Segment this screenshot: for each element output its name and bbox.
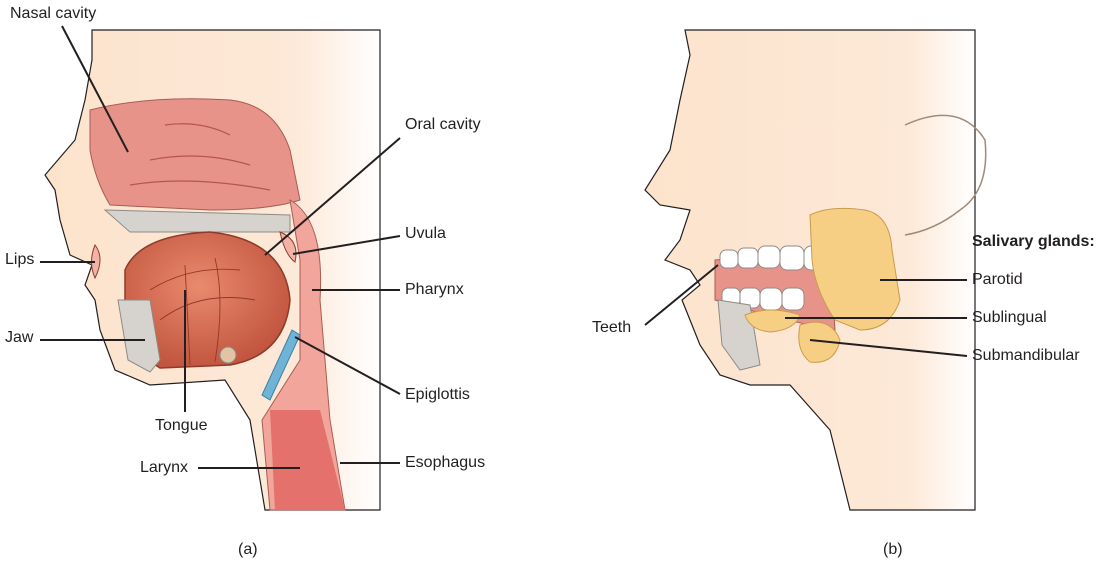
esophagus-shape — [270, 410, 345, 510]
label-nasal-cavity: Nasal cavity — [10, 5, 97, 22]
label-pharynx: Pharynx — [405, 281, 464, 298]
label-oral-cavity: Oral cavity — [405, 116, 481, 133]
submandibular-gland — [798, 321, 841, 363]
parotid-gland — [809, 207, 901, 331]
label-larynx: Larynx — [140, 459, 189, 476]
nasal-cavity-shape — [89, 98, 301, 211]
panel-a-head — [44, 29, 381, 511]
sublingual-gland — [744, 309, 801, 333]
leader-lines — [40, 25, 968, 469]
label-salivary-glands: Salivary glands: — [972, 233, 1095, 250]
label-lips: Lips — [5, 251, 35, 268]
jaw-bone — [117, 299, 161, 373]
label-uvula: Uvula — [405, 225, 446, 242]
panel-b-head — [644, 29, 987, 511]
label-parotid: Parotid — [972, 271, 1023, 288]
label-tongue: Tongue — [155, 417, 208, 434]
lips-shape — [91, 244, 101, 280]
caption-a: (a) — [238, 541, 258, 558]
epiglottis-shape — [261, 329, 301, 401]
label-sublingual: Sublingual — [972, 309, 1047, 326]
label-jaw: Jaw — [5, 329, 34, 346]
palate-bone — [103, 209, 291, 233]
label-submandibular: Submandibular — [972, 347, 1080, 364]
label-teeth: Teeth — [592, 319, 632, 336]
caption-b: (b) — [883, 541, 903, 558]
label-esophagus: Esophagus — [405, 454, 486, 471]
label-epiglottis: Epiglottis — [405, 386, 470, 403]
ear — [904, 114, 987, 236]
